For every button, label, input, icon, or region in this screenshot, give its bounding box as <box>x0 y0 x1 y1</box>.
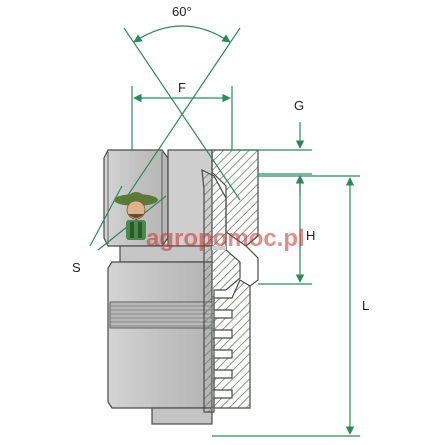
ferrule <box>107 261 213 409</box>
dimension-labels: 60° F G H S L <box>72 4 369 313</box>
h-label: H <box>306 228 315 243</box>
sleeve-section <box>213 279 251 409</box>
farmer-mascot-icon <box>114 192 158 240</box>
angle-label: 60° <box>172 4 192 19</box>
nut-section <box>211 149 259 247</box>
knurl-band <box>109 301 213 329</box>
cross-section <box>201 149 259 413</box>
s-leader-1 <box>89 185 123 247</box>
stem-section <box>201 168 241 413</box>
watermark: agropomoc.pl <box>114 192 305 252</box>
angle-arc <box>133 25 231 43</box>
g-label: G <box>294 98 304 113</box>
ferrule-end <box>151 407 213 425</box>
dimension-lines <box>89 25 360 437</box>
s-label: S <box>72 260 81 275</box>
watermark-text: agropomoc.pl <box>146 225 305 252</box>
f-label: F <box>178 80 186 95</box>
l-label: L <box>362 298 369 313</box>
fitting-body <box>103 149 213 425</box>
cone-line-right <box>121 27 241 205</box>
